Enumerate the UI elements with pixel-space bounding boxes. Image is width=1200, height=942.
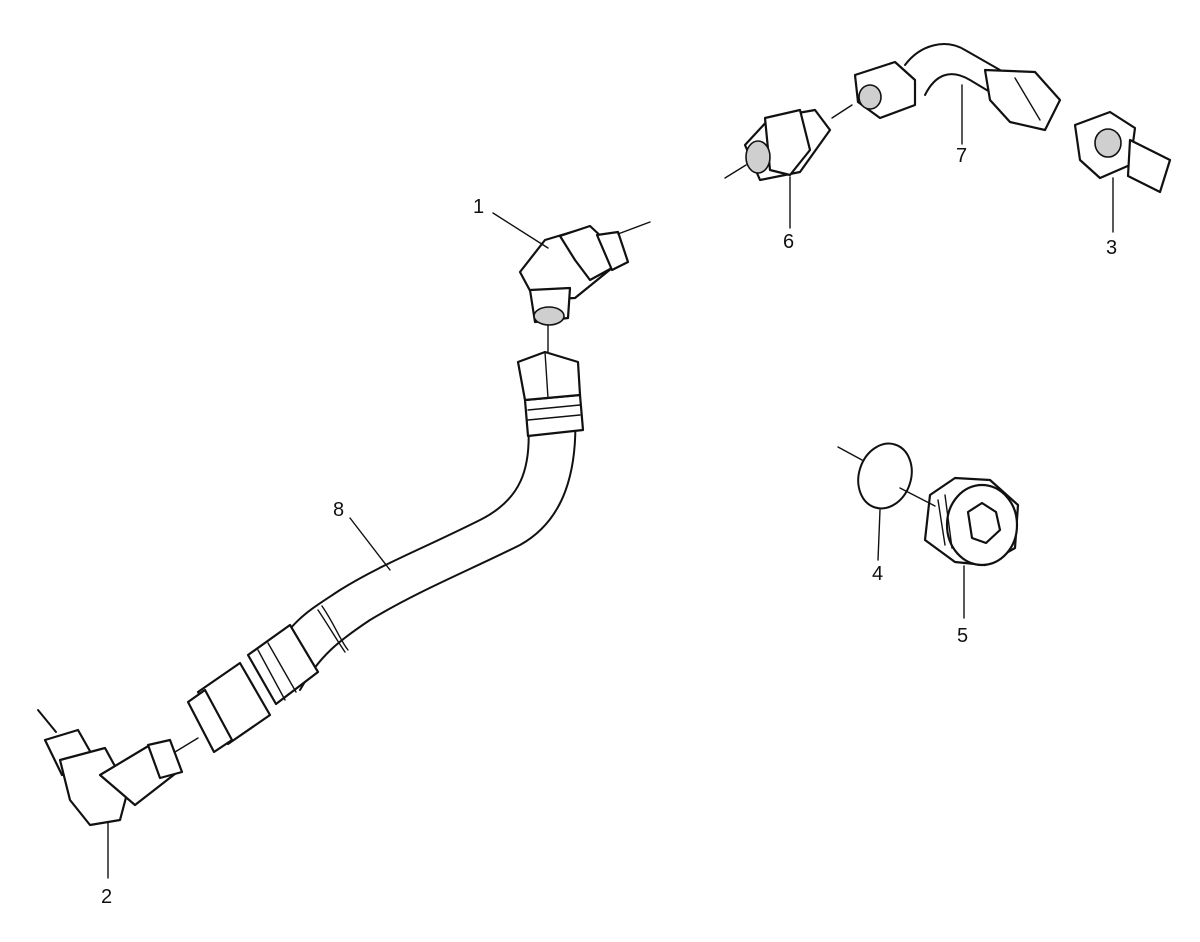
elbow-fitting-90 (37, 709, 199, 827)
square-tip-fitting (1073, 110, 1172, 194)
callout-3: 3 (1106, 237, 1117, 259)
callout-6: 6 (783, 231, 794, 253)
straight-adapter (724, 104, 853, 182)
callout-8: 8 (333, 499, 344, 521)
callout-1: 1 (473, 196, 484, 218)
elbow-fitting-45 (518, 221, 651, 353)
plug (899, 476, 1020, 567)
callout-labels: 1 2 3 4 5 6 7 8 (101, 145, 1117, 908)
leader-lines (107, 84, 1114, 879)
callout-7: 7 (956, 145, 967, 167)
callout-4: 4 (872, 563, 883, 585)
callout-2: 2 (101, 886, 112, 908)
hose-assembly (186, 350, 585, 754)
o-ring (837, 442, 913, 510)
bent-tube (853, 43, 1062, 132)
callout-5: 5 (957, 625, 968, 647)
